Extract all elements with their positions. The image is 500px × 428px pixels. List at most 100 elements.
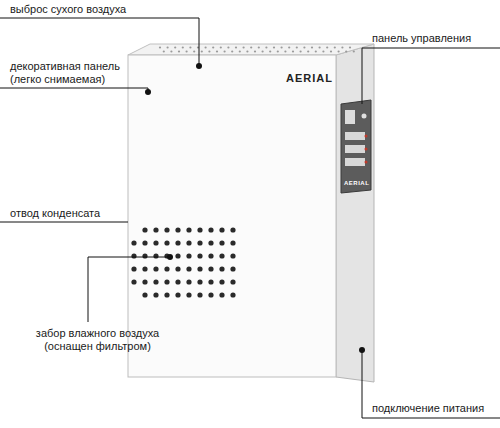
grille-hole bbox=[142, 253, 147, 258]
vent-hole bbox=[220, 46, 222, 48]
grille-hole bbox=[175, 279, 180, 284]
grille-hole bbox=[175, 227, 180, 232]
vent-hole bbox=[227, 46, 229, 48]
grille-hole bbox=[186, 227, 191, 232]
vent-hole bbox=[235, 46, 237, 48]
vent-hole bbox=[341, 46, 343, 48]
grille-hole bbox=[219, 227, 224, 232]
grille-hole bbox=[230, 266, 235, 271]
vent-hole bbox=[315, 50, 317, 52]
leader-dots bbox=[145, 63, 365, 353]
vent-hole bbox=[288, 46, 290, 48]
vent-hole bbox=[353, 50, 355, 52]
vent-hole bbox=[174, 46, 176, 48]
grille-hole bbox=[197, 240, 202, 245]
grille-hole bbox=[175, 292, 180, 297]
vent-hole bbox=[296, 46, 298, 48]
vent-hole bbox=[239, 50, 241, 52]
grille-hole bbox=[131, 279, 136, 284]
grille-hole bbox=[208, 227, 213, 232]
vent-hole bbox=[186, 50, 188, 52]
grille-hole bbox=[219, 266, 224, 271]
vent-hole bbox=[212, 46, 214, 48]
grille-hole bbox=[164, 240, 169, 245]
vent-hole bbox=[178, 50, 180, 52]
grille-hole bbox=[208, 253, 213, 258]
grille-hole bbox=[142, 266, 147, 271]
grille-hole bbox=[153, 253, 158, 258]
vent-hole bbox=[273, 46, 275, 48]
grille-hole bbox=[164, 279, 169, 284]
grille-hole bbox=[219, 292, 224, 297]
top-face bbox=[128, 44, 374, 55]
vent-hole bbox=[326, 46, 328, 48]
vent-hole bbox=[307, 50, 309, 52]
grille-hole bbox=[153, 240, 158, 245]
grille-hole bbox=[131, 266, 136, 271]
vent-hole bbox=[311, 46, 313, 48]
part-label: забор влажного воздуха (оснащен фильтром… bbox=[30, 327, 165, 353]
vent-hole bbox=[300, 50, 302, 52]
grille-hole bbox=[164, 266, 169, 271]
grille-hole bbox=[208, 266, 213, 271]
grille-hole bbox=[197, 253, 202, 258]
grille-hole bbox=[175, 253, 180, 258]
leader-lines bbox=[0, 18, 500, 418]
vent-hole bbox=[216, 50, 218, 52]
vent-hole bbox=[334, 46, 336, 48]
grille-hole bbox=[197, 227, 202, 232]
brand-logo: AERIAL bbox=[344, 180, 369, 187]
grille-hole bbox=[142, 292, 147, 297]
vent-hole bbox=[338, 50, 340, 52]
grille-hole bbox=[153, 227, 158, 232]
vent-hole bbox=[205, 46, 207, 48]
vent-hole bbox=[163, 50, 165, 52]
grille-hole bbox=[230, 240, 235, 245]
vent-hole bbox=[246, 50, 248, 52]
vent-hole bbox=[345, 50, 347, 52]
brand-logo: AERIAL bbox=[286, 72, 333, 85]
vent-hole bbox=[167, 46, 169, 48]
vent-hole bbox=[277, 50, 279, 52]
vent-hole bbox=[330, 50, 332, 52]
led bbox=[365, 148, 368, 151]
vent-hole bbox=[193, 50, 195, 52]
vent-hole bbox=[265, 46, 267, 48]
button bbox=[345, 158, 365, 166]
part-label: отвод конденсата bbox=[10, 207, 100, 220]
vent-hole bbox=[319, 46, 321, 48]
control-panel bbox=[341, 100, 371, 193]
part-label: панель управления bbox=[372, 32, 471, 45]
vent-hole bbox=[231, 50, 233, 52]
grille-hole bbox=[186, 240, 191, 245]
grille-hole bbox=[153, 292, 158, 297]
front-panel bbox=[128, 55, 336, 377]
vent-hole bbox=[159, 46, 161, 48]
intake-grille bbox=[131, 227, 235, 297]
grille-hole bbox=[186, 279, 191, 284]
side-face bbox=[336, 44, 374, 382]
vent-hole bbox=[349, 46, 351, 48]
grille-hole bbox=[208, 292, 213, 297]
led bbox=[365, 161, 368, 164]
vent-hole bbox=[250, 46, 252, 48]
grille-hole bbox=[142, 227, 147, 232]
grille-hole bbox=[153, 279, 158, 284]
vent-hole bbox=[303, 46, 305, 48]
grille-hole bbox=[186, 253, 191, 258]
part-label: выброс сухого воздуха bbox=[10, 3, 126, 16]
grille-hole bbox=[219, 279, 224, 284]
grille-hole bbox=[230, 227, 235, 232]
grille-hole bbox=[230, 292, 235, 297]
top-vent-holes bbox=[159, 46, 355, 52]
vent-hole bbox=[292, 50, 294, 52]
knob bbox=[362, 114, 367, 119]
vent-hole bbox=[208, 50, 210, 52]
vent-hole bbox=[322, 50, 324, 52]
display bbox=[345, 110, 355, 124]
vent-hole bbox=[182, 46, 184, 48]
part-label: декоративная панель (легко снимаемая) bbox=[10, 60, 135, 86]
part-label: подключение питания bbox=[372, 402, 484, 415]
vent-hole bbox=[189, 46, 191, 48]
vent-hole bbox=[224, 50, 226, 52]
